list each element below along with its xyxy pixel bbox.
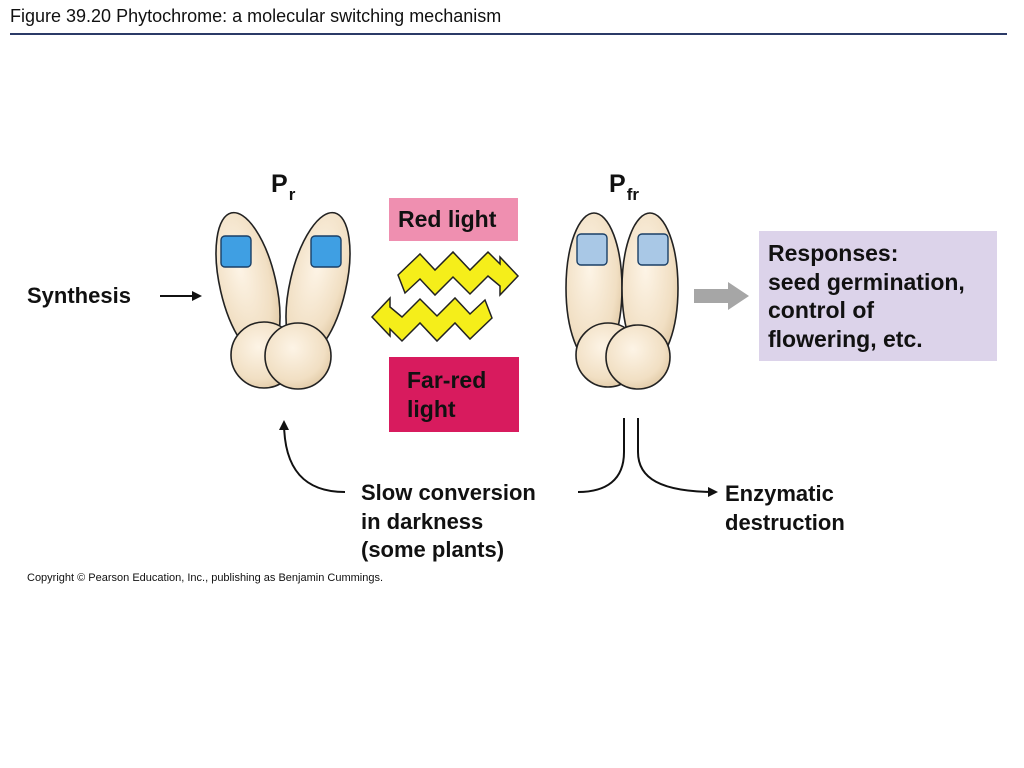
red-light-box: Red light	[389, 198, 518, 241]
pr-chromophore-right	[310, 235, 342, 268]
pfr-to-slow-conversion-line	[577, 418, 625, 493]
pfr-letter: P	[609, 170, 626, 198]
response-arrow-icon	[694, 282, 749, 310]
pfr-label: Pfr	[609, 170, 639, 204]
pfr-chromophore-right	[637, 233, 669, 266]
pr-chromophore-left	[220, 235, 252, 268]
slow-conversion-arrow-icon	[279, 420, 346, 493]
far-red-light-label: Far-red light	[407, 367, 487, 422]
pfr-molecule-icon	[565, 212, 679, 390]
pr-molecule-icon	[215, 211, 351, 390]
enzymatic-destruction-arrow-icon	[637, 418, 718, 497]
far-red-zigzag-arrow-icon	[370, 296, 493, 343]
responses-label: Responses: seed germination, control of …	[768, 240, 965, 352]
responses-box: Responses: seed germination, control of …	[759, 231, 997, 361]
enzymatic-destruction-label: Enzymatic destruction	[725, 481, 845, 535]
pr-letter: P	[271, 170, 288, 198]
figure-title: Figure 39.20 Phytochrome: a molecular sw…	[10, 6, 502, 26]
pr-subscript: r	[288, 185, 296, 204]
copyright-notice: Copyright © Pearson Education, Inc., pub…	[27, 572, 384, 584]
red-light-label: Red light	[398, 206, 497, 232]
synthesis-label: Synthesis	[27, 283, 131, 308]
pfr-subscript: fr	[626, 185, 639, 204]
far-red-light-box: Far-red light	[389, 357, 519, 432]
red-light-zigzag-arrow-icon	[397, 250, 520, 297]
slow-conversion-label: Slow conversion in darkness (some plants…	[361, 480, 536, 562]
pfr-chromophore-left	[576, 233, 608, 266]
title-rule	[10, 33, 1007, 35]
pr-label: Pr	[271, 170, 295, 204]
